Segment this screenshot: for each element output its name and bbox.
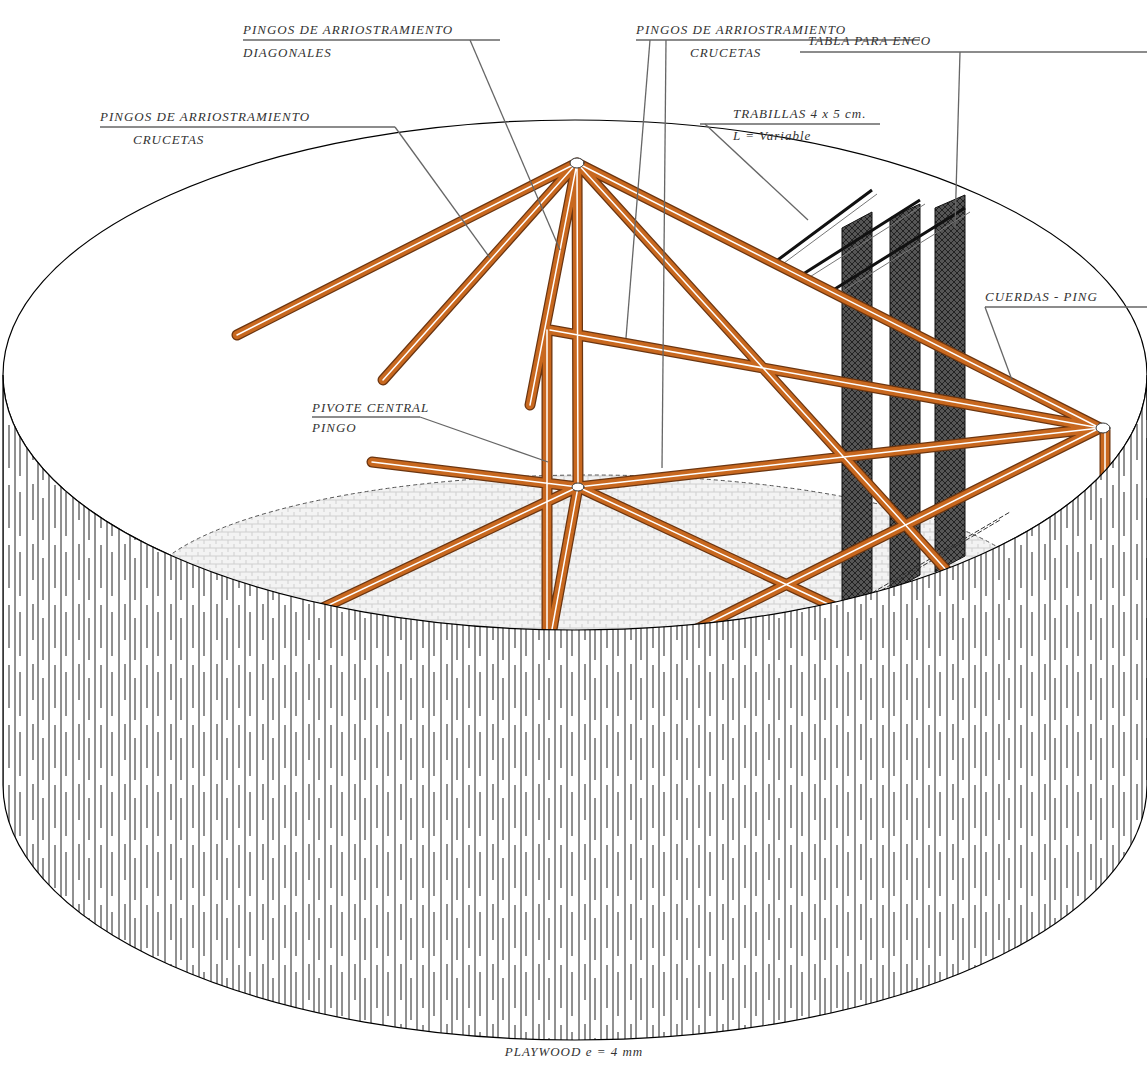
callout-label: CUERDAS - PING [985, 289, 1098, 304]
callout-label: PINGOS DE ARRIOSTRAMIENTO [100, 109, 310, 124]
callout-label: TABLA PARA ENCO [808, 33, 931, 48]
callout-label: PINGOS DE ARRIOSTRAMIENTO [243, 22, 453, 37]
callout-label: CRUCETAS [133, 132, 204, 147]
plywood-wall [3, 375, 1147, 1040]
callout-label: CRUCETAS [690, 45, 761, 60]
callout-label: PLAYWOOD e = 4 mm [505, 1044, 643, 1059]
callout-label: DIAGONALES [243, 45, 332, 60]
callout-label: PIVOTE CENTRAL [312, 400, 429, 415]
callout-label: PINGO [312, 420, 357, 435]
leader-lines [100, 40, 1147, 468]
callout-label: L = Variable [733, 128, 811, 143]
callout-label: TRABILLAS 4 x 5 cm. [733, 106, 866, 121]
